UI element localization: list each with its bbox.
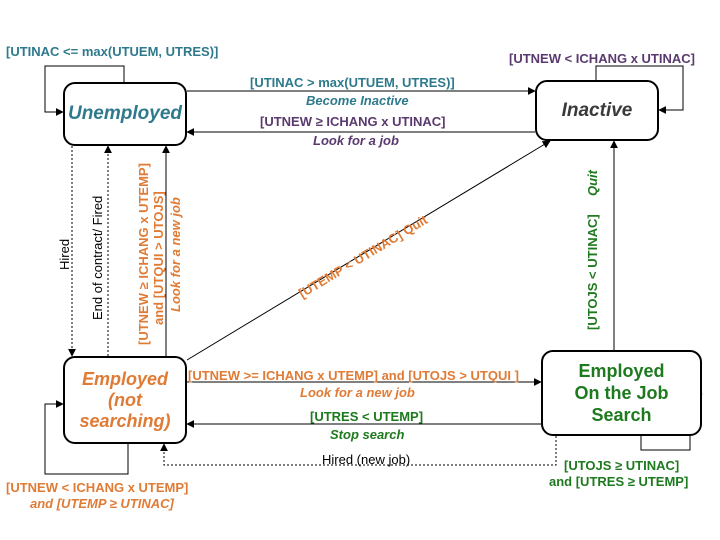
state-ojs-line1: Employed <box>578 361 665 381</box>
label-ojs-self-2: and [UTRES ≥ UTEMP] <box>549 474 689 489</box>
state-unemployed: Unemployed <box>63 82 187 146</box>
arrow-emp-to-inact <box>186 140 551 361</box>
state-employed-label: Employed <box>81 368 169 389</box>
state-ojs-line2: On the Job <box>574 383 669 403</box>
label-emp-self-1: [UTNEW < ICHANG x UTEMP] <box>6 480 189 495</box>
label-unemp-to-inact-action: Become Inactive <box>306 93 409 108</box>
label-fired: End of contract/ Fired <box>90 195 105 320</box>
label-emp-to-ojs-cond: [UTNEW >= ICHANG x UTEMP] and [UTOJS > U… <box>188 368 519 383</box>
label-ojs-to-emp-action: Stop search <box>330 427 405 442</box>
label-inact-to-unemp-cond: [UTNEW ≥ ICHANG x UTINAC] <box>260 114 446 129</box>
state-employed-ojs: Employed On the Job Search <box>541 350 702 436</box>
label-emp-to-unemp-cond2: and [UTQUI > UTOJS] <box>151 191 166 325</box>
state-employed-sublabel: (not searching) <box>79 389 171 431</box>
state-ojs-line3: Search <box>591 405 652 425</box>
label-emp-to-unemp-cond1: [UTNEW ≥ ICHANG x UTEMP] <box>136 163 151 345</box>
arrow-emp-self <box>44 400 129 475</box>
label-inact-to-unemp-action: Look for a job <box>313 133 399 148</box>
arrow-ojs-hired <box>160 436 557 466</box>
state-employed: Employed (not searching) <box>63 356 187 444</box>
label-unemp-self: [UTINAC <= max(UTUEM, UTRES)] <box>6 44 219 59</box>
label-hired: Hired <box>57 238 72 270</box>
label-ojs-to-inact-cond: [UTOJS < UTINAC] <box>585 214 600 330</box>
label-ojs-to-inact-action: Quit <box>585 170 600 196</box>
arrow-unemp-self <box>44 65 125 116</box>
label-emp-to-unemp-action: Look for a new job <box>168 197 183 312</box>
label-ojs-hired: Hired (new job) <box>322 452 411 467</box>
label-ojs-to-emp-cond: [UTRES < UTEMP] <box>310 409 424 424</box>
label-emp-to-ojs-action: Look for a new job <box>300 385 415 400</box>
label-ojs-self-1: [UTOJS ≥ UTINAC] <box>564 458 680 473</box>
state-inactive-label: Inactive <box>561 99 633 121</box>
state-inactive: Inactive <box>535 80 659 141</box>
state-unemployed-label: Unemployed <box>67 103 183 124</box>
arrow-inact-self <box>595 65 684 114</box>
label-emp-self-2: and [UTEMP ≥ UTINAC] <box>30 496 174 511</box>
label-inact-self: [UTNEW < ICHANG x UTINAC] <box>509 51 695 66</box>
label-unemp-to-inact-cond: [UTINAC > max(UTUEM, UTRES)] <box>250 75 455 90</box>
